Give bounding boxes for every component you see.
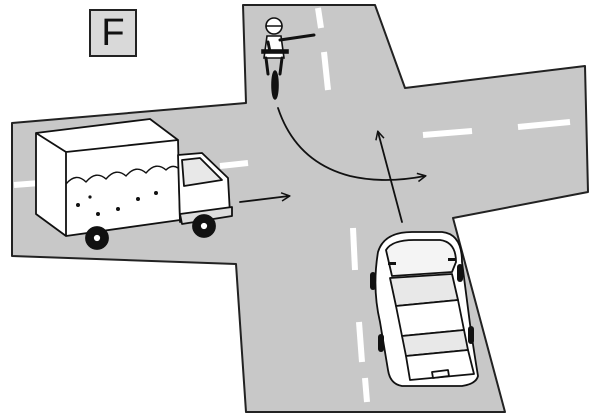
car-hood: [386, 240, 456, 276]
car-icon: [370, 232, 478, 386]
bicycle-wheel: [272, 71, 278, 99]
car-rear-plate: [432, 370, 449, 378]
bicycle-handlebar: [262, 50, 288, 53]
